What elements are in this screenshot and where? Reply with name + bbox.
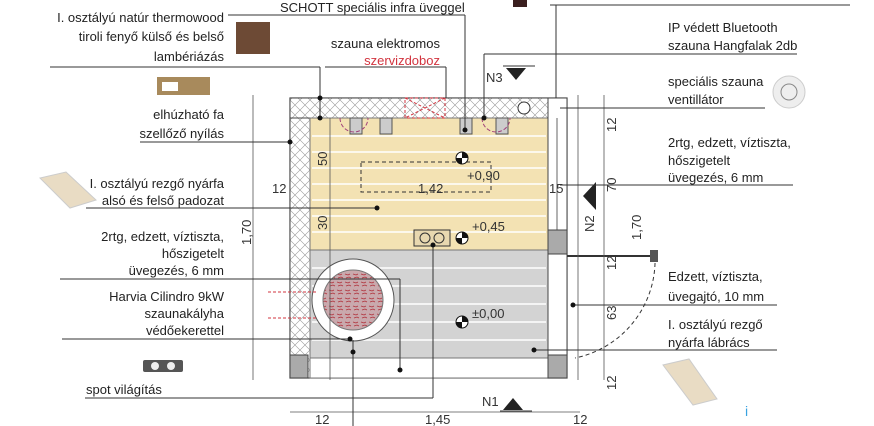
aspen-plank-image xyxy=(39,171,97,209)
label-cladding-3: lambériázás xyxy=(154,49,225,64)
aspen-grate-image xyxy=(662,358,718,406)
level-upper: +0,90 xyxy=(467,168,500,183)
section-mark-n3: N3 xyxy=(486,65,535,85)
dim-bench-upper: 50 xyxy=(315,152,330,166)
label-vent-2: szellőző nyílás xyxy=(139,126,224,141)
label-heater-2: szaunakályha xyxy=(145,306,225,321)
dim-right-12c: 12 xyxy=(604,376,619,390)
label-glazing-right-1: 2rtg, edzett, víztiszta, xyxy=(668,135,791,150)
label-fan-1: speciális szauna xyxy=(668,74,764,89)
label-service-box-1: szauna elektromos xyxy=(331,36,441,51)
vent-slot xyxy=(349,117,363,135)
level-marker-floor: ±0,00 xyxy=(455,306,504,329)
label-glazing-left-2: hőszigetelt xyxy=(162,246,225,261)
level-lower: +0,45 xyxy=(472,219,505,234)
label-glazing-right-3: üvegezés, 6 mm xyxy=(668,170,763,185)
label-floor-grate-1: I. osztályú rezgő xyxy=(668,317,763,332)
section-mark-n1: N1 xyxy=(482,394,532,412)
label-heater-3: védőekerettel xyxy=(146,323,224,338)
dim-height-right: 1,70 xyxy=(629,215,644,240)
fan-symbol xyxy=(517,101,531,115)
dim-wall-left: 12 xyxy=(272,181,286,196)
label-glazing-left-1: 2rtg, edzett, víztiszta, xyxy=(101,229,224,244)
spot-light-image xyxy=(143,360,183,372)
dim-bench-lower: 30 xyxy=(315,216,330,230)
fan-image xyxy=(772,75,806,109)
room xyxy=(268,97,658,379)
label-door-2: üvegajtó, 10 mm xyxy=(668,289,764,304)
dim-right-63: 63 xyxy=(604,306,619,320)
infra-glass-image xyxy=(513,0,527,7)
bench-dashed xyxy=(360,161,492,193)
dim-right-12a: 12 xyxy=(604,118,619,132)
dim-bench-length: 1,42 xyxy=(418,181,443,196)
speaker-left xyxy=(339,117,369,133)
label-glazing-right-2: hőszigetelt xyxy=(668,153,731,168)
heater xyxy=(322,269,384,331)
service-box xyxy=(404,97,446,119)
label-speakers-2: szauna Hangfalak 2db xyxy=(668,38,797,53)
door-swing xyxy=(574,255,656,359)
label-cladding-2: tiroli fenyő külső és belső xyxy=(79,29,224,44)
svg-text:N2: N2 xyxy=(582,215,597,232)
dim-bottom-width: 1,45 xyxy=(425,412,450,426)
dim-height-left: 1,70 xyxy=(239,220,254,245)
label-service-box-2: szervizdoboz xyxy=(364,53,440,68)
thermowood-swatch xyxy=(236,22,270,54)
vent-slider-image xyxy=(157,77,210,95)
label-benches-2: alsó és felső padozat xyxy=(102,193,225,208)
label-speakers-1: IP védett Bluetooth xyxy=(668,20,778,35)
left-wall xyxy=(289,97,311,379)
level-floor: ±0,00 xyxy=(472,306,504,321)
svg-text:N1: N1 xyxy=(482,394,499,409)
label-heater-1: Harvia Cilindro 9kW xyxy=(109,289,225,304)
dim-right-12b: 12 xyxy=(604,256,619,270)
dim-gap: 15 xyxy=(549,181,563,196)
level-marker-lower: +0,45 xyxy=(455,219,505,245)
right-labels: IP védett Bluetooth szauna Hangfalak 2db… xyxy=(668,20,797,350)
label-floor-grate-2: nyárfa lábrács xyxy=(668,335,750,350)
label-infra-glass: SCHOTT speciális infra üveggel xyxy=(280,0,465,15)
label-benches-1: I. osztályú rezgő nyárfa xyxy=(90,176,225,191)
speaker-right xyxy=(481,117,511,133)
label-glazing-left-3: üvegezés, 6 mm xyxy=(129,263,224,278)
dim-bottom-12b: 12 xyxy=(573,412,587,426)
dim-bottom-12a: 12 xyxy=(315,412,329,426)
svg-text:N3: N3 xyxy=(486,70,503,85)
leader-lines xyxy=(50,4,850,426)
label-cladding-1: I. osztályú natúr thermowood xyxy=(57,10,224,25)
label-spot: spot világítás xyxy=(86,382,162,397)
section-mark-n2: N2 xyxy=(582,182,597,232)
label-vent-1: elhúzható fa xyxy=(153,107,225,122)
label-door-1: Edzett, víztiszta, xyxy=(668,269,763,284)
left-labels: I. osztályú natúr thermowood tiroli feny… xyxy=(57,10,440,338)
label-fan-2: ventillátor xyxy=(668,92,724,107)
level-marker-upper: +0,90 xyxy=(455,151,500,183)
info-icon[interactable]: i xyxy=(745,403,748,419)
